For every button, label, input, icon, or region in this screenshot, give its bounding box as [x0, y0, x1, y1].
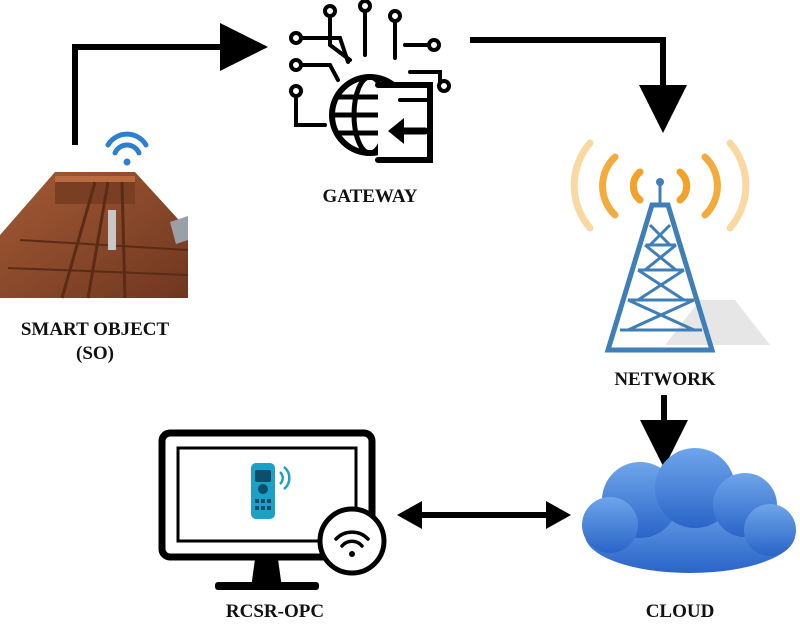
- rcsr-opc-label: RCSR-OPC: [225, 601, 325, 622]
- wireless-badge-icon: [317, 506, 387, 576]
- remote-control-icon: [251, 463, 291, 519]
- radio-tower-icon: [604, 178, 770, 353]
- network-label: NETWORK: [614, 369, 716, 390]
- cloud-icon: [582, 448, 796, 573]
- smart-object-label: SMART OBJECT (SO): [0, 318, 190, 366]
- wifi-icon: [105, 131, 149, 166]
- gateway-globe-circuit-icon: [289, 0, 451, 163]
- arrow-gateway-to-network: [470, 37, 687, 133]
- smart-object-label-line2: (SO): [76, 343, 114, 364]
- gateway-label: GATEWAY: [322, 186, 418, 207]
- signal-waves-icon: [570, 139, 750, 232]
- smart-object-label-line1: SMART OBJECT: [20, 319, 170, 340]
- arrow-cloud-rcsr-bidirectional: [397, 501, 571, 529]
- arrow-so-to-gateway: [72, 23, 268, 145]
- cloud-label: CLOUD: [645, 601, 715, 622]
- smart-object-building-icon: [0, 172, 189, 299]
